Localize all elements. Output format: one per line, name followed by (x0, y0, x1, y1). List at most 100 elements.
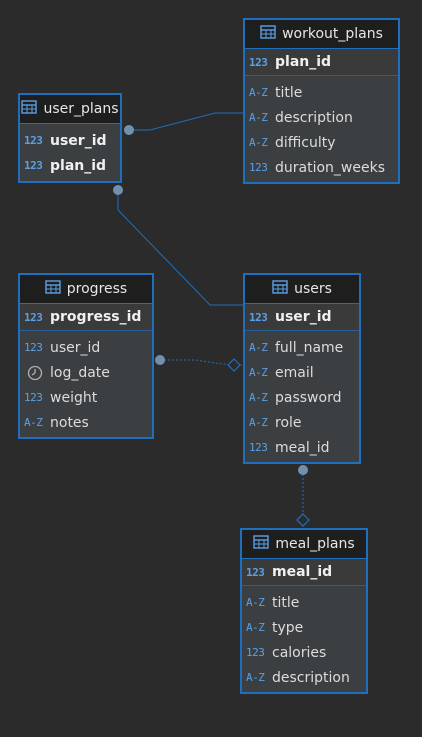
numeric-type-icon: 123 (249, 310, 268, 324)
table-header[interactable]: user_plans (20, 95, 120, 124)
table-user-plans[interactable]: user_plans 123 user_id 123 plan_id (18, 93, 122, 183)
column-name: type (272, 619, 304, 636)
numeric-type-icon: 123 (24, 159, 43, 172)
text-type-icon: A-Z (249, 391, 268, 404)
table-name: users (294, 281, 332, 297)
text-type-icon: A-Z (246, 596, 265, 609)
table-icon (21, 100, 38, 118)
numeric-type-icon: 123 (246, 646, 265, 659)
primary-key-row[interactable]: 123 plan_id (245, 49, 398, 76)
table-header[interactable]: progress (20, 275, 152, 304)
column-name: duration_weeks (275, 159, 385, 176)
column-row[interactable]: A-Z difficulty (245, 130, 398, 155)
column-name: title (275, 84, 303, 101)
link-end-dot (298, 465, 308, 475)
text-type-icon: A-Z (249, 136, 268, 149)
column-name: notes (50, 414, 89, 431)
link-end-dot (113, 185, 123, 195)
column-name: user_id (50, 339, 101, 356)
column-row[interactable]: A-Z description (245, 105, 398, 130)
link-end-dot (124, 125, 134, 135)
table-header[interactable]: workout_plans (245, 20, 398, 49)
numeric-type-icon: 123 (249, 161, 268, 174)
text-type-icon: A-Z (246, 621, 265, 634)
table-name: progress (66, 281, 128, 297)
column-name: user_id (275, 309, 332, 325)
column-name: description (272, 669, 350, 686)
column-name: plan_id (50, 157, 107, 174)
table-header[interactable]: users (245, 275, 359, 304)
text-type-icon: A-Z (249, 366, 268, 379)
numeric-type-icon: 123 (24, 310, 43, 324)
table-name: workout_plans (282, 26, 383, 42)
column-row[interactable]: A-Z full_name (245, 335, 359, 360)
text-type-icon: A-Z (24, 416, 43, 429)
column-name: calories (272, 644, 327, 661)
column-row[interactable]: A-Z email (245, 360, 359, 385)
numeric-type-icon: 123 (24, 134, 43, 147)
column-row[interactable]: 123 user_id (20, 128, 120, 153)
column-name: password (275, 389, 342, 406)
table-icon (253, 535, 270, 553)
column-name: full_name (275, 339, 344, 356)
column-row[interactable]: A-Z title (245, 80, 398, 105)
column-row[interactable]: A-Z notes (20, 410, 152, 435)
column-row[interactable]: 123 duration_weeks (245, 155, 398, 180)
numeric-type-icon: 123 (24, 391, 43, 404)
table-icon (45, 280, 61, 298)
clock-icon (24, 365, 46, 381)
column-row[interactable]: A-Z type (242, 615, 366, 640)
text-type-icon: A-Z (249, 86, 268, 99)
column-name: difficulty (275, 134, 336, 151)
link-user-plans-users (117, 190, 244, 306)
text-type-icon: A-Z (249, 111, 268, 124)
table-icon (272, 280, 288, 298)
column-name: meal_id (275, 439, 330, 456)
text-type-icon: A-Z (249, 341, 268, 354)
column-name: description (275, 109, 353, 126)
link-end-diamond (296, 513, 310, 527)
column-name: log_date (50, 364, 110, 381)
column-row[interactable]: 123 plan_id (20, 153, 120, 178)
column-name: progress_id (50, 309, 142, 325)
numeric-type-icon: 123 (249, 441, 268, 454)
column-name: weight (50, 389, 98, 406)
table-name: meal_plans (275, 536, 355, 552)
column-row[interactable]: 123 calories (242, 640, 366, 665)
primary-key-row[interactable]: 123 meal_id (242, 559, 366, 586)
numeric-type-icon: 123 (246, 565, 265, 579)
column-row[interactable]: A-Z password (245, 385, 359, 410)
link-user-plans-workout-plans (129, 112, 244, 131)
primary-key-row[interactable]: 123 user_id (245, 304, 359, 331)
text-type-icon: A-Z (249, 416, 268, 429)
column-row[interactable]: 123 user_id (20, 335, 152, 360)
column-name: role (275, 414, 302, 431)
link-end-dot (155, 355, 165, 365)
numeric-type-icon: 123 (24, 341, 43, 354)
column-row[interactable]: 123 meal_id (245, 435, 359, 460)
column-name: user_id (50, 132, 107, 149)
table-progress[interactable]: progress 123 progress_id 123 user_id log_date… (18, 273, 154, 439)
column-row[interactable]: log_date (20, 360, 152, 385)
column-list: 123 user_id 123 plan_id (20, 124, 120, 178)
table-icon (260, 25, 276, 43)
table-header[interactable]: meal_plans (242, 530, 366, 559)
numeric-type-icon: 123 (249, 55, 268, 69)
column-row[interactable]: A-Z role (245, 410, 359, 435)
column-name: email (275, 364, 314, 381)
column-row[interactable]: 123 weight (20, 385, 152, 410)
column-name: meal_id (272, 564, 333, 580)
table-name: user_plans (43, 101, 119, 117)
column-name: plan_id (275, 54, 332, 70)
primary-key-row[interactable]: 123 progress_id (20, 304, 152, 331)
